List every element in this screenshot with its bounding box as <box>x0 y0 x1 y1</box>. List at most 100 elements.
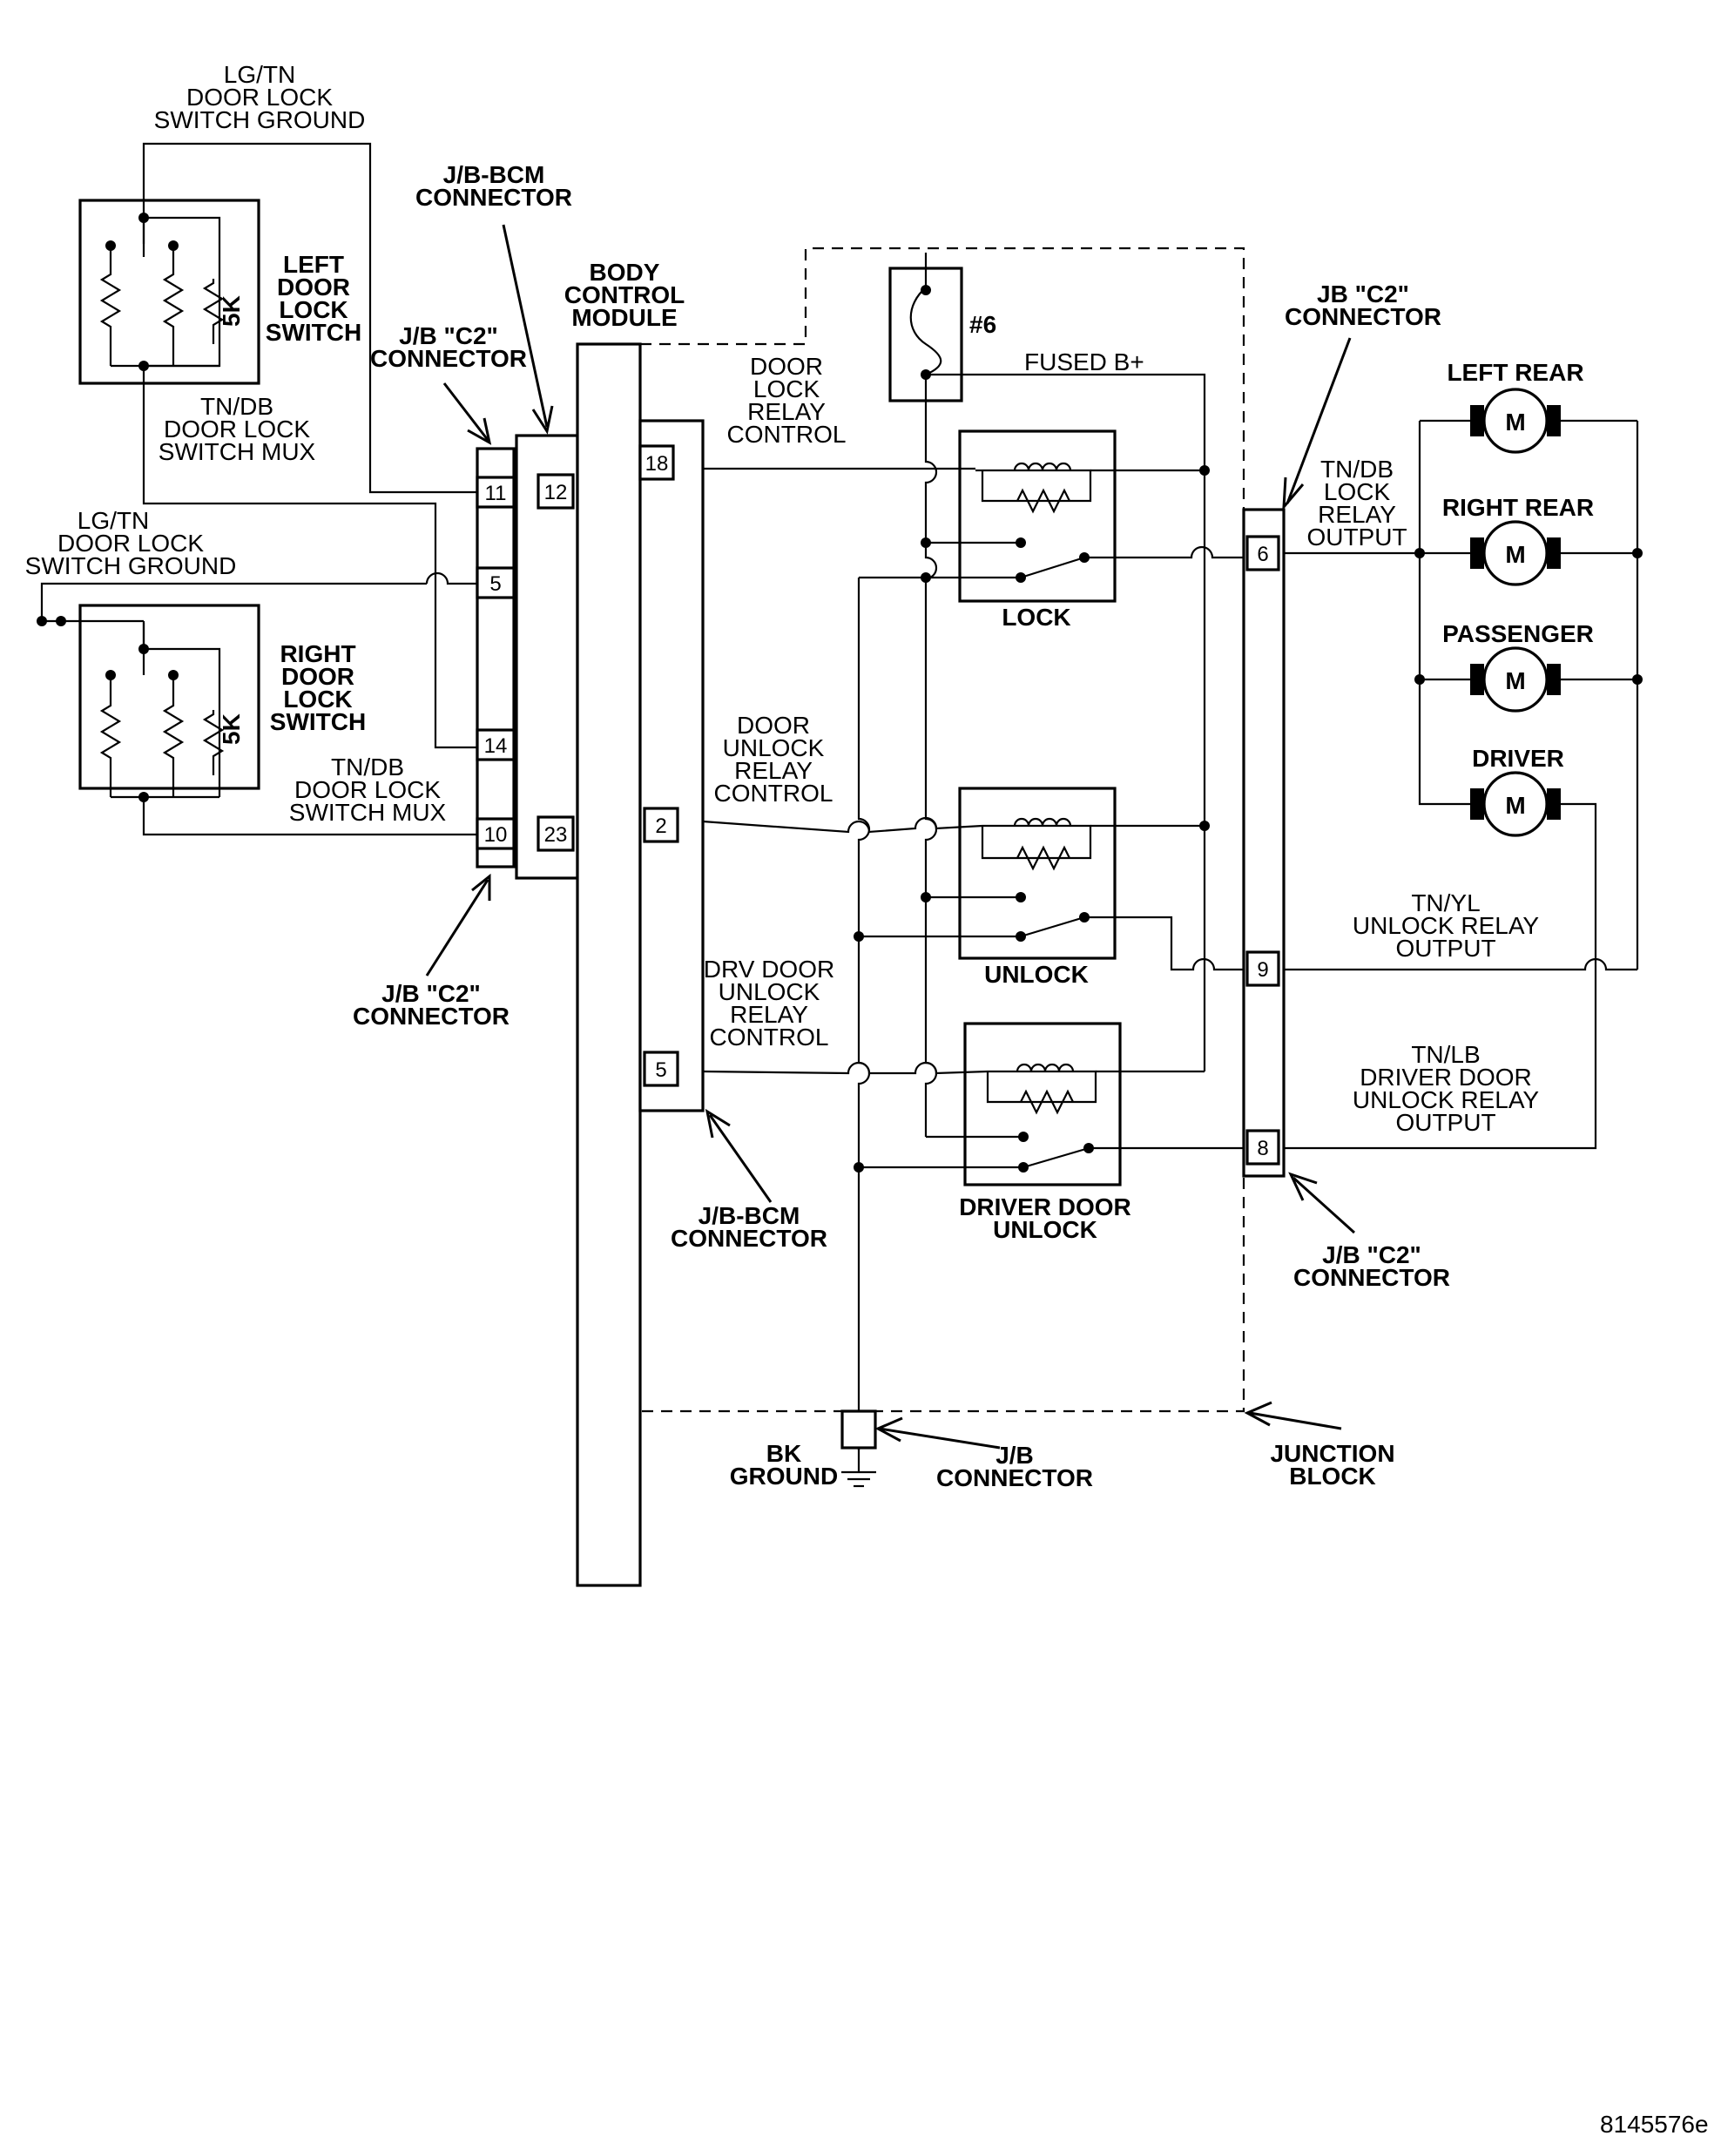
wire-unlock-control <box>702 816 983 834</box>
svg-text:MODULE: MODULE <box>571 304 677 331</box>
motor-left-rear-icon <box>1482 388 1549 454</box>
svg-text:M: M <box>1505 409 1525 436</box>
relay-common-bus <box>924 375 938 1137</box>
right-5k-label: 5K <box>218 713 245 745</box>
right-switch-label: RIGHT DOOR LOCK SWITCH <box>270 640 366 735</box>
pin-bcm-2: 2 <box>655 814 666 838</box>
lock-control-label: DOOR LOCK RELAY CONTROL <box>727 353 847 448</box>
left-mux-label: TN/DB DOOR LOCK SWITCH MUX <box>159 393 316 465</box>
svg-text:RELAY: RELAY <box>747 398 826 425</box>
svg-text:BK: BK <box>766 1440 801 1467</box>
pin-c2-10: 10 <box>484 823 508 847</box>
svg-text:CONNECTOR: CONNECTOR <box>671 1225 827 1252</box>
drv-control-label: DRV DOOR UNLOCK RELAY CONTROL <box>704 956 834 1051</box>
svg-text:BODY: BODY <box>590 259 660 286</box>
driver-relay-label-2: UNLOCK <box>993 1216 1097 1243</box>
svg-text:SWITCH GROUND: SWITCH GROUND <box>25 552 237 579</box>
jb-c2-right-bottom-callout: J/B "C2" CONNECTOR <box>1288 1172 1450 1291</box>
svg-text:M: M <box>1505 667 1525 694</box>
svg-text:LG/TN: LG/TN <box>224 61 295 88</box>
svg-text:LOCK: LOCK <box>753 375 820 402</box>
junction-block-callout: JUNCTION BLOCK <box>1244 1401 1395 1490</box>
motor-passenger-label: PASSENGER <box>1442 620 1594 647</box>
motor-right-rear-label: RIGHT REAR <box>1442 494 1594 521</box>
svg-text:GROUND: GROUND <box>730 1463 838 1490</box>
pin-box-c2-8 <box>1245 1129 1280 1166</box>
ground-bus <box>857 578 871 1411</box>
svg-text:UNLOCK: UNLOCK <box>723 734 825 761</box>
svg-text:UNLOCK RELAY: UNLOCK RELAY <box>1353 912 1540 939</box>
bplus-bus <box>926 373 1206 1071</box>
jb-c2-right-body <box>1242 508 1286 1178</box>
svg-text:SWITCH MUX: SWITCH MUX <box>159 438 316 465</box>
pin-bcm-5: 5 <box>655 1058 666 1082</box>
svg-text:M: M <box>1505 792 1525 819</box>
svg-text:CONNECTOR: CONNECTOR <box>353 1003 510 1030</box>
svg-text:JB "C2": JB "C2" <box>1317 280 1409 308</box>
svg-text:DOOR LOCK: DOOR LOCK <box>294 776 441 803</box>
jb-c2-left-connector: 11 5 14 10 <box>476 447 516 868</box>
svg-text:J/B "C2": J/B "C2" <box>1322 1241 1421 1268</box>
pin-c2-14: 14 <box>484 734 508 758</box>
pin-box-c2-5 <box>476 566 516 599</box>
svg-text:J/B "C2": J/B "C2" <box>381 980 481 1007</box>
lock-output-label: TN/DB LOCK RELAY OUTPUT <box>1306 456 1407 551</box>
motor-passenger-icon <box>1482 646 1549 713</box>
jb-ground-connector-box <box>840 1409 877 1450</box>
jb-connector-callout: J/B CONNECTOR <box>874 1416 1093 1491</box>
jb-bcm-top-callout: J/B-BCM CONNECTOR <box>415 161 572 435</box>
svg-text:DOOR: DOOR <box>750 353 823 380</box>
jb-c2-left-body <box>476 447 516 868</box>
jb-bcm-bottom-callout: J/B-BCM CONNECTOR <box>671 1108 827 1252</box>
wire-left-mux <box>142 366 477 749</box>
svg-text:CONNECTOR: CONNECTOR <box>1293 1264 1450 1291</box>
lock-relay: LOCK <box>859 429 1252 631</box>
svg-text:J/B-BCM: J/B-BCM <box>443 161 545 188</box>
svg-text:CONTROL: CONTROL <box>727 421 847 448</box>
svg-text:DOOR: DOOR <box>737 712 810 739</box>
pin-box-bcm-5 <box>643 1051 679 1087</box>
svg-text:LOCK: LOCK <box>283 686 352 713</box>
driver-door-unlock-relay: DRIVER DOOR UNLOCK <box>854 1022 1252 1243</box>
pin-box-bcm-23 <box>537 815 575 852</box>
svg-text:LOCK: LOCK <box>1324 478 1391 505</box>
svg-text:JUNCTION: JUNCTION <box>1270 1440 1394 1467</box>
svg-text:LG/TN: LG/TN <box>78 507 149 534</box>
unlock-relay: UNLOCK <box>854 787 1252 988</box>
svg-text:OUTPUT: OUTPUT <box>1306 524 1407 551</box>
motor-driver: DRIVER M <box>1470 745 1564 837</box>
svg-text:CONNECTOR: CONNECTOR <box>936 1464 1093 1491</box>
pin-box-c2-10 <box>476 817 516 850</box>
jb-bcm-connector-left: 12 23 <box>515 434 579 880</box>
svg-text:TN/LB: TN/LB <box>1411 1041 1480 1068</box>
right-switch-housing <box>78 604 260 790</box>
svg-text:UNLOCK: UNLOCK <box>719 978 820 1005</box>
svg-text:UNLOCK RELAY: UNLOCK RELAY <box>1353 1086 1540 1113</box>
wire-right-ground-a <box>40 582 427 621</box>
motor-left-bus <box>1418 421 1470 806</box>
svg-text:DOOR LOCK: DOOR LOCK <box>186 84 333 111</box>
fuse-label: #6 <box>969 311 996 338</box>
svg-text:J/B-BCM: J/B-BCM <box>699 1202 800 1229</box>
svg-text:J/B: J/B <box>995 1442 1034 1469</box>
svg-text:TN/DB: TN/DB <box>200 393 273 420</box>
left-ground-label: LG/TN DOOR LOCK SWITCH GROUND <box>154 61 366 133</box>
right-mux-label: TN/DB DOOR LOCK SWITCH MUX <box>289 754 447 826</box>
jb-bcm-connector-right: 18 2 5 <box>638 419 705 1112</box>
pin-c2-9: 9 <box>1257 958 1268 982</box>
jb-c2-right-top-callout: JB "C2" CONNECTOR <box>1282 280 1441 511</box>
svg-text:J/B "C2": J/B "C2" <box>399 322 498 349</box>
unlock-relay-housing <box>958 787 1117 960</box>
motor-passenger: PASSENGER M <box>1420 620 1637 713</box>
svg-text:CONTROL: CONTROL <box>564 281 685 308</box>
svg-text:TN/DB: TN/DB <box>1320 456 1394 483</box>
pin-c2-6: 6 <box>1257 543 1268 566</box>
left-door-lock-switch: 5K <box>78 199 260 385</box>
svg-text:SWITCH: SWITCH <box>266 319 361 346</box>
pin-box-bcm-12 <box>537 473 575 510</box>
driver-relay-label-1: DRIVER DOOR <box>959 1193 1131 1220</box>
figure-id: 8145576e <box>1600 2111 1709 2138</box>
motor-right-rear-icon <box>1482 520 1549 586</box>
fuse-6: #6 <box>888 253 996 402</box>
